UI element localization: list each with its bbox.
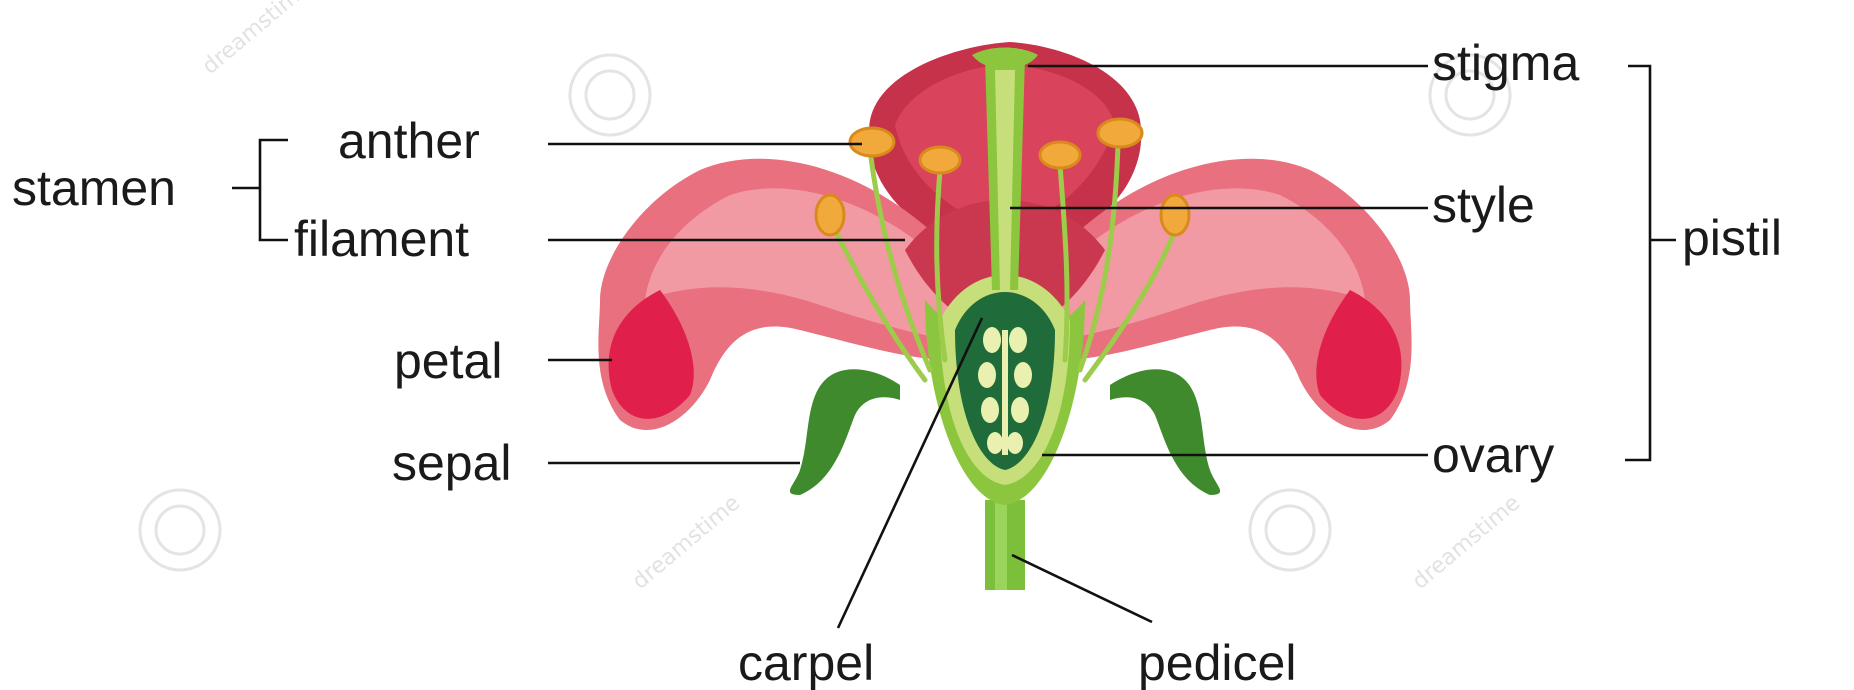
left-sepal	[790, 369, 900, 495]
label-stigma: stigma	[1432, 35, 1579, 91]
watermark-text: dreamstime	[628, 491, 745, 595]
label-sepal: sepal	[392, 435, 512, 491]
label-style: style	[1432, 177, 1535, 233]
label-anther: anther	[338, 113, 480, 169]
label-pistil: pistil	[1682, 210, 1782, 266]
pistil-bracket	[1625, 66, 1650, 460]
label-petal: petal	[394, 333, 502, 389]
watermark-text: dreamstime	[1408, 491, 1525, 595]
stamen-bracket	[260, 140, 288, 240]
label-ovary: ovary	[1432, 427, 1554, 483]
label-carpel: carpel	[738, 635, 874, 690]
label-pedicel: pedicel	[1138, 635, 1296, 690]
label-filament: filament	[294, 211, 469, 267]
right-sepal	[1110, 369, 1220, 495]
watermark-text: dreamstime	[198, 0, 315, 80]
label-stamen: stamen	[12, 160, 176, 216]
